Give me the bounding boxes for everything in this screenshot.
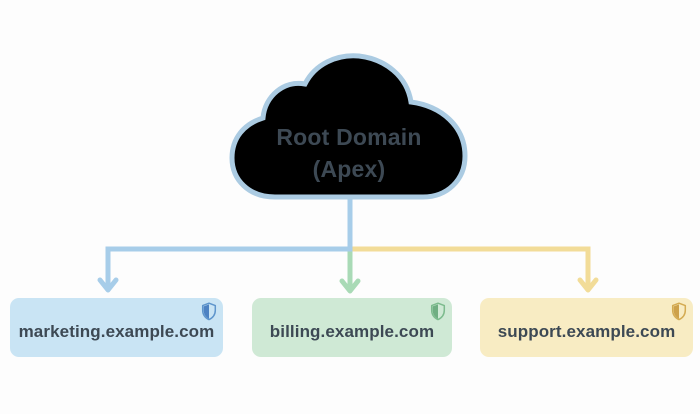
shield-icon (430, 302, 446, 321)
connector-support (350, 246, 599, 293)
subdomain-label: billing.example.com (269, 322, 435, 341)
root-domain-node: Root Domain (Apex) (230, 121, 468, 185)
root-domain-title-line1: Root Domain (276, 124, 422, 150)
connector-marketing (97, 192, 353, 293)
root-domain-title-line2: (Apex) (312, 156, 386, 182)
shield-icon (201, 302, 217, 321)
subdomain-node-marketing: marketing.example.com (10, 298, 223, 357)
subdomain-label: support.example.com (497, 322, 676, 341)
cloud-shape (229, 53, 468, 200)
subdomain-label: marketing.example.com (18, 322, 215, 341)
connector-billing (339, 249, 361, 294)
shield-icon (671, 302, 687, 321)
subdomain-node-support: support.example.com (480, 298, 693, 357)
subdomain-node-billing: billing.example.com (252, 298, 452, 357)
